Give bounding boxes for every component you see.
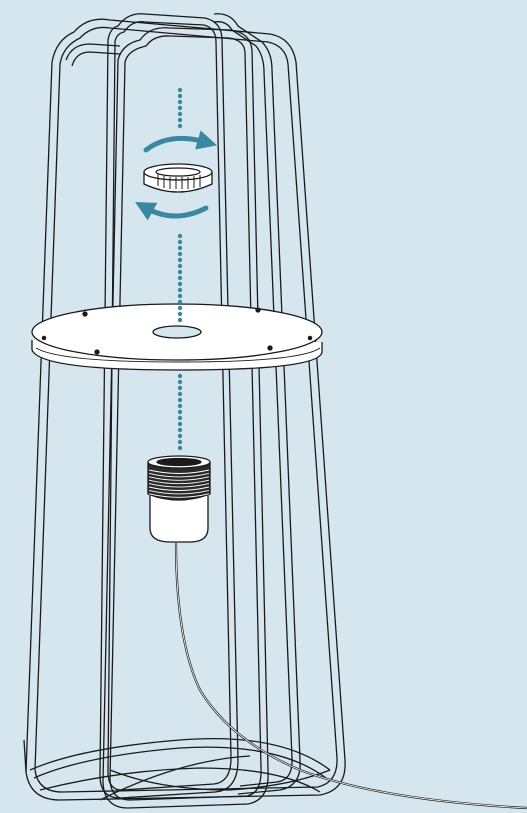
wire-cage-back (99, 13, 301, 799)
rotate-counterclockwise-arrow-icon (135, 201, 209, 221)
guide-dot (177, 373, 183, 379)
guide-dot (177, 427, 183, 433)
guide-dot (177, 245, 183, 251)
disc-center-hole (152, 325, 202, 339)
guide-dot (177, 317, 183, 323)
guide-dot (177, 445, 183, 451)
guide-dot (177, 439, 183, 445)
guide-dot (177, 379, 183, 385)
guide-dot (177, 269, 183, 275)
guide-dotted-line (177, 87, 183, 451)
guide-dot (177, 287, 183, 293)
socket-thread (148, 486, 210, 491)
socket-thread (148, 493, 210, 498)
guide-dot (177, 275, 183, 281)
screw-hole (94, 349, 100, 355)
screw-ring (143, 163, 213, 193)
guide-dot (177, 281, 183, 287)
guide-dot (177, 293, 183, 299)
guide-dot (177, 257, 183, 263)
rotate-clockwise-arrow-icon (143, 130, 218, 153)
guide-dot (177, 391, 183, 397)
guide-dot (177, 385, 183, 391)
guide-dot (177, 311, 183, 317)
socket-thread (148, 483, 210, 488)
guide-dot (177, 93, 183, 99)
screw-hole (82, 311, 88, 317)
screw-hole (267, 345, 273, 351)
guide-dot (177, 409, 183, 415)
guide-dot (177, 415, 183, 421)
screw-hole (255, 307, 261, 313)
socket-thread (148, 472, 210, 478)
guide-dot (177, 105, 183, 111)
guide-dot (177, 117, 183, 123)
guide-dot (177, 111, 183, 117)
guide-dot (177, 251, 183, 257)
socket-thread (148, 479, 210, 485)
guide-dot (177, 239, 183, 245)
guide-dot (177, 99, 183, 105)
guide-dot (177, 421, 183, 427)
guide-dot (177, 397, 183, 403)
guide-dot (177, 403, 183, 409)
guide-dot (177, 305, 183, 311)
guide-dot (177, 123, 183, 129)
guide-dot (177, 299, 183, 305)
guide-dot (177, 233, 183, 239)
guide-dot (177, 87, 183, 93)
guide-dot (177, 433, 183, 439)
socket-thread (148, 469, 210, 474)
socket-thread (148, 489, 210, 495)
socket-thread (148, 476, 210, 481)
wire-cage-front (23, 18, 346, 809)
wooden-disc (31, 303, 323, 371)
bulb-socket (147, 455, 211, 543)
guide-dot (177, 263, 183, 269)
power-cord (174, 541, 527, 810)
